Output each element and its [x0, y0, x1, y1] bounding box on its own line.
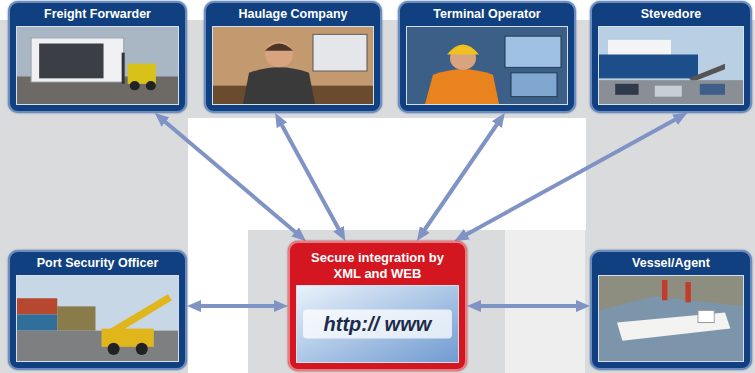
wheel: [136, 343, 148, 355]
reach-stacker: [102, 329, 154, 347]
person-body: [243, 67, 315, 104]
white-band: [188, 118, 586, 230]
screen: [505, 36, 561, 67]
box-title: Terminal Operator: [400, 3, 574, 22]
ramp: [689, 64, 725, 82]
stevedore-photo: [598, 26, 744, 105]
white-band: [188, 230, 248, 373]
vessel-photo: [598, 275, 744, 362]
port-security-photo: [16, 275, 179, 362]
photo-sky: [17, 276, 178, 361]
screen: [511, 73, 557, 97]
forklift: [128, 64, 156, 84]
box-title: Freight Forwarder: [10, 3, 185, 22]
hard-hat: [447, 44, 479, 54]
box-title: Haulage Company: [206, 3, 380, 22]
party-box: Freight Forwarder: [8, 1, 187, 113]
party-box: Terminal Operator: [398, 1, 576, 113]
screen: [297, 286, 458, 362]
box-title: Port Security Officer: [10, 252, 185, 271]
double-arrow: [280, 122, 340, 232]
photo-water: [599, 276, 743, 361]
haulage-photo: [212, 26, 374, 105]
url-text: http:// www: [324, 313, 432, 335]
photo-sky: [17, 27, 178, 104]
person-hair: [265, 44, 293, 51]
box-title: Vessel/Agent: [592, 252, 750, 271]
photo-room: [407, 27, 567, 104]
party-box: Vessel/Agent: [590, 250, 752, 370]
double-arrow: [477, 304, 580, 308]
address-bar: [303, 310, 452, 339]
double-arrow: [423, 121, 500, 233]
container: [17, 298, 57, 314]
trailer: [31, 38, 124, 82]
person-head: [265, 42, 293, 68]
truck: [700, 84, 725, 95]
ship-bridge: [698, 310, 714, 322]
box-title: Secure integration by XML and WEB: [308, 243, 448, 281]
party-box: Stevedore: [590, 1, 752, 113]
monitor: [313, 34, 367, 71]
trailer-door: [39, 44, 103, 79]
photo-wall: [213, 27, 373, 104]
truck: [615, 84, 638, 95]
wheel: [130, 81, 140, 90]
container: [17, 314, 57, 330]
hub-box: Secure integration by XML and WEB http://…: [288, 241, 467, 371]
box-title: Stevedore: [592, 3, 750, 22]
truck: [655, 86, 682, 97]
party-box: Haulage Company: [204, 1, 382, 113]
double-arrow: [197, 304, 278, 308]
quay-land: [599, 276, 743, 310]
crane: [685, 282, 690, 302]
terminal-photo: [406, 26, 568, 105]
freight-photo: [16, 26, 179, 105]
double-arrow: [162, 119, 298, 234]
wheel: [146, 81, 156, 90]
wheel: [108, 343, 120, 355]
crane: [662, 280, 667, 300]
worker-vest: [425, 69, 499, 104]
ship-hull: [599, 55, 698, 79]
quay: [599, 80, 743, 104]
forklift-mast: [122, 53, 125, 84]
double-arrow: [463, 118, 678, 236]
party-box: Port Security Officer: [8, 250, 187, 370]
photo-sky: [599, 27, 743, 104]
light-band: [505, 230, 585, 373]
container: [57, 306, 95, 330]
